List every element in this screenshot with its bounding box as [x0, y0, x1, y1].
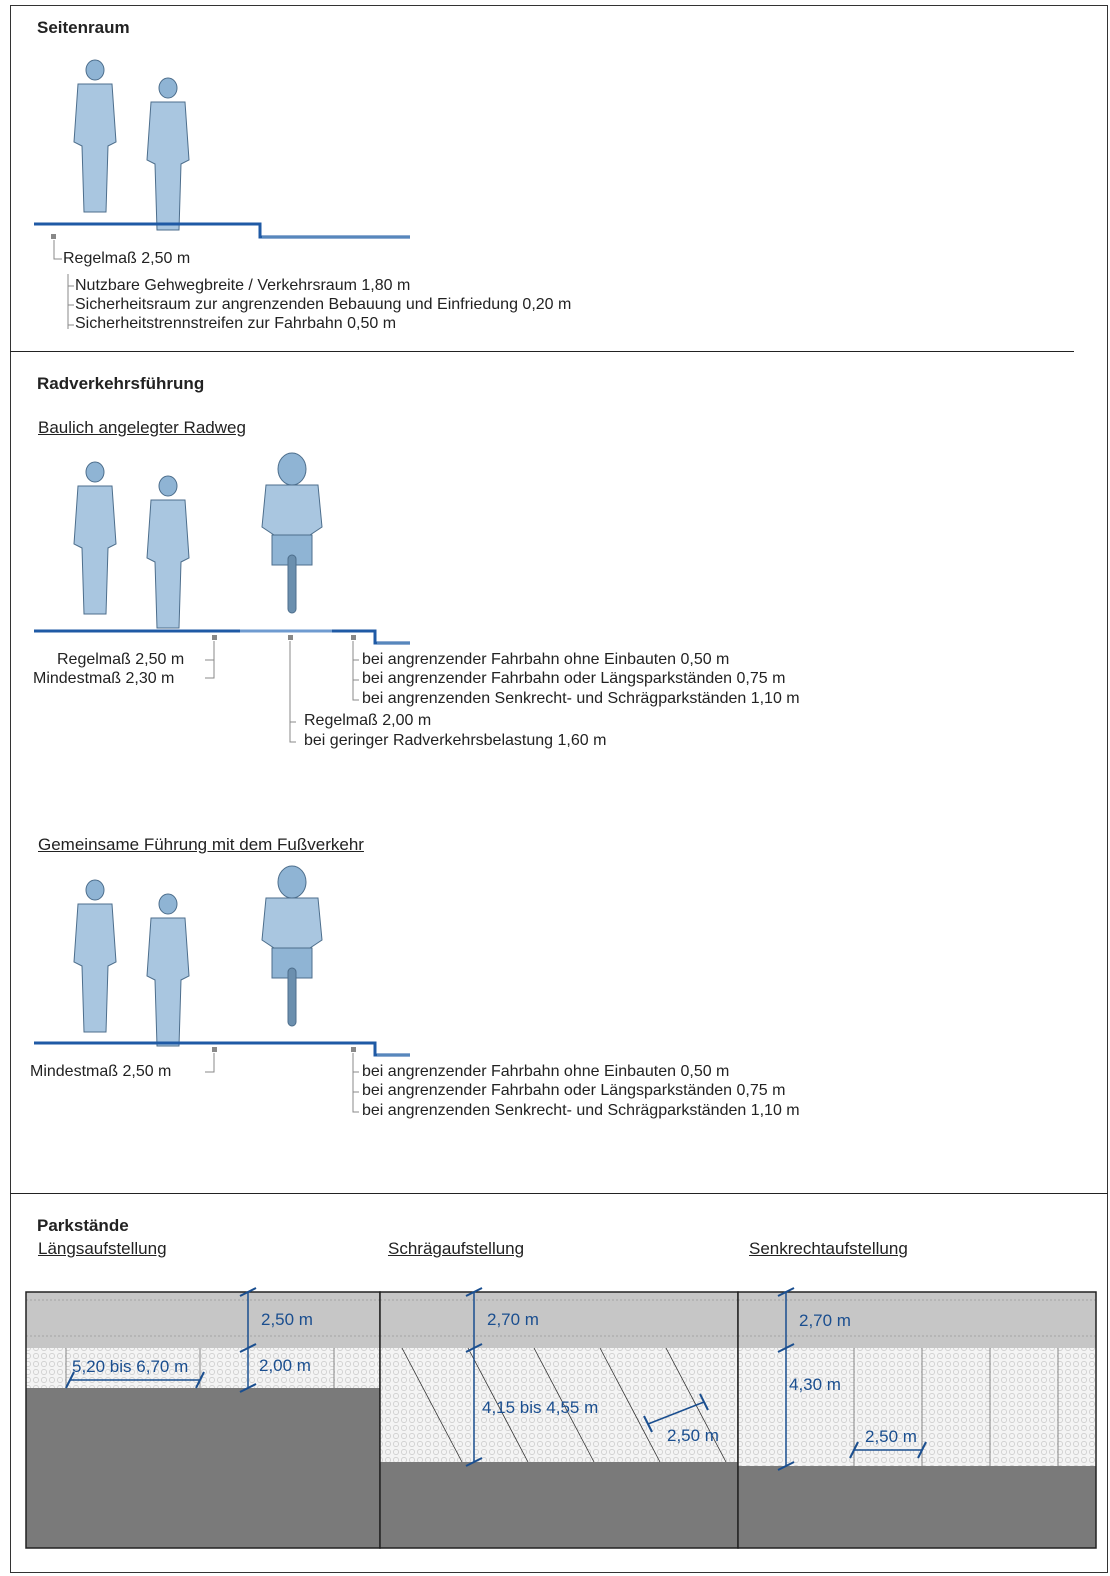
measure-item: bei angrenzender Fahrbahn ohne Einbauten…	[362, 1063, 730, 1080]
dimension-marker	[212, 1047, 217, 1052]
measure-item: Sicherheitsraum zur angrenzenden Bebauun…	[75, 296, 572, 313]
parking-panel-schraeg	[379, 1287, 739, 1549]
leader-line	[205, 1053, 215, 1073]
sidewalk-profile-line	[34, 222, 410, 239]
dimension-label: 2,50 m	[261, 1310, 313, 1329]
measure-item: bei angrenzender Fahrbahn oder Längspark…	[362, 670, 786, 687]
leader-bracket	[67, 274, 74, 329]
dimension-marker	[351, 635, 356, 640]
page-frame	[10, 5, 1108, 1573]
subheading-radweg: Baulich angelegter Radweg	[38, 418, 246, 437]
measure-item: Mindestmaß 2,50 m	[30, 1063, 172, 1080]
cyclist-figure	[261, 865, 323, 1027]
shared-path-profile-line	[34, 1041, 410, 1057]
dimension-marker	[288, 635, 293, 640]
measure-item: Sicherheitstrennstreifen zur Fahrbahn 0,…	[75, 315, 397, 332]
measure-item: bei angrenzender Fahrbahn ohne Einbauten…	[362, 651, 730, 668]
subheading-schraeg: Schrägaufstellung	[388, 1239, 525, 1258]
leader-bracket	[352, 1053, 359, 1113]
dimension-label: 2,70 m	[487, 1310, 539, 1329]
pedestrian-with-cane-figure	[146, 893, 190, 1047]
pedestrian-figure	[73, 461, 117, 615]
section-heading-seitenraum: Seitenraum	[37, 18, 130, 37]
leader-line	[289, 641, 296, 743]
dimension-marker	[51, 234, 56, 239]
measure-item: Mindestmaß 2,30 m	[33, 670, 175, 687]
section-divider-1	[10, 351, 1074, 352]
measure-item: Regelmaß 2,00 m	[304, 712, 432, 729]
leader-bracket	[352, 641, 359, 701]
section-heading-radverkehr: Radverkehrsführung	[37, 374, 205, 393]
pedestrian-with-cane-figure	[146, 475, 190, 629]
measure-item: bei angrenzenden Senkrecht- und Schrägpa…	[362, 690, 800, 707]
regelmass-label: Regelmaß 2,50 m	[63, 250, 191, 267]
dimension-label: 2,50 m	[667, 1426, 719, 1445]
measure-item: bei angrenzenden Senkrecht- und Schrägpa…	[362, 1102, 800, 1119]
pedestrian-figure	[73, 879, 117, 1033]
leader-line	[205, 641, 215, 679]
measure-item: Nutzbare Gehwegbreite / Verkehrsraum 1,8…	[75, 277, 411, 294]
dimension-marker	[351, 1047, 356, 1052]
dimension-label: 4,30 m	[789, 1375, 841, 1394]
dimension-label: 2,00 m	[259, 1356, 311, 1375]
measure-item: Regelmaß 2,50 m	[57, 651, 185, 668]
measure-item: bei angrenzender Fahrbahn oder Längspark…	[362, 1082, 786, 1099]
subheading-laengs: Längsaufstellung	[38, 1239, 167, 1258]
dimension-label: 2,50 m	[865, 1427, 917, 1446]
section-divider-2	[10, 1193, 1108, 1194]
section-heading-parkstaende: Parkstände	[37, 1216, 129, 1235]
parking-panel-senkrecht	[737, 1287, 1097, 1549]
dimension-marker	[212, 635, 217, 640]
leader-line	[53, 240, 62, 260]
parking-panel-laengs	[25, 1287, 381, 1549]
measure-item: bei geringer Radverkehrsbelastung 1,60 m	[304, 732, 607, 749]
dimension-label: 4,15 bis 4,55 m	[482, 1398, 599, 1417]
dimension-label: 2,70 m	[799, 1311, 851, 1330]
pedestrian-figure	[73, 59, 117, 213]
cyclist-figure	[261, 452, 323, 614]
pedestrian-with-cane-figure	[146, 77, 190, 231]
subheading-senkrecht: Senkrechtaufstellung	[749, 1239, 908, 1258]
subheading-gemeinsam: Gemeinsame Führung mit dem Fußverkehr	[38, 835, 364, 854]
cycle-path-profile-line	[34, 629, 410, 645]
dimension-label: 5,20 bis 6,70 m	[72, 1357, 189, 1376]
